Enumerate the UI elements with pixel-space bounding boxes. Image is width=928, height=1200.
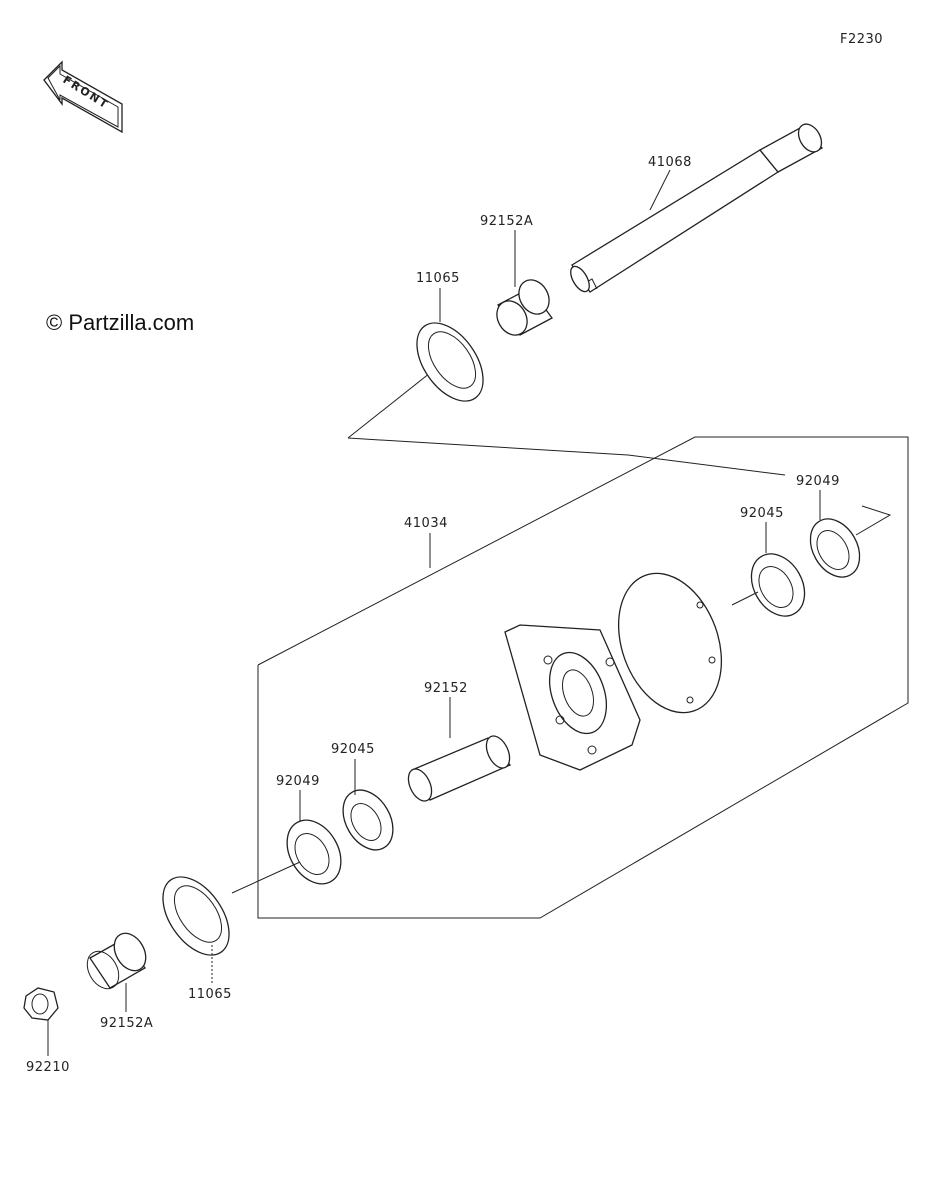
callout-bearing-right[interactable]: 92045 bbox=[740, 506, 784, 521]
axle-part bbox=[570, 123, 824, 293]
callout-collar-top[interactable]: 92152A bbox=[480, 214, 534, 229]
bearing-left-part bbox=[342, 759, 394, 851]
callout-cover-top[interactable]: 11065 bbox=[416, 271, 460, 286]
diagram-code: F2230 bbox=[840, 32, 884, 47]
cover-bottom-part bbox=[162, 876, 230, 983]
callout-axle[interactable]: 41068 bbox=[648, 155, 692, 170]
upper-leader-line bbox=[347, 437, 786, 476]
seal-right-part bbox=[809, 490, 861, 578]
callout-collar-bottom[interactable]: 92152A bbox=[100, 1016, 154, 1031]
cover-top-part bbox=[416, 288, 484, 402]
callout-cover-bottom[interactable]: 11065 bbox=[188, 987, 232, 1002]
seal-left-part bbox=[231, 790, 342, 894]
front-arrow-icon bbox=[43, 60, 123, 134]
callout-seal-right[interactable]: 92049 bbox=[796, 474, 840, 489]
callout-bearing-left[interactable]: 92045 bbox=[331, 742, 375, 757]
bearing-right-part bbox=[731, 522, 806, 617]
collar-bottom-part bbox=[86, 932, 147, 1012]
callout-spacer[interactable]: 92152 bbox=[424, 681, 468, 696]
callout-hub[interactable]: 41034 bbox=[404, 516, 448, 531]
hub-part bbox=[429, 533, 723, 771]
nut-part bbox=[23, 987, 59, 1056]
callout-seal-left[interactable]: 92049 bbox=[276, 774, 320, 789]
hub-assembly-boundary bbox=[257, 436, 909, 919]
collar-top-part bbox=[496, 230, 553, 336]
watermark: © Partzilla.com bbox=[46, 310, 195, 335]
callout-nut[interactable]: 92210 bbox=[26, 1060, 70, 1075]
spacer-part bbox=[407, 697, 512, 802]
